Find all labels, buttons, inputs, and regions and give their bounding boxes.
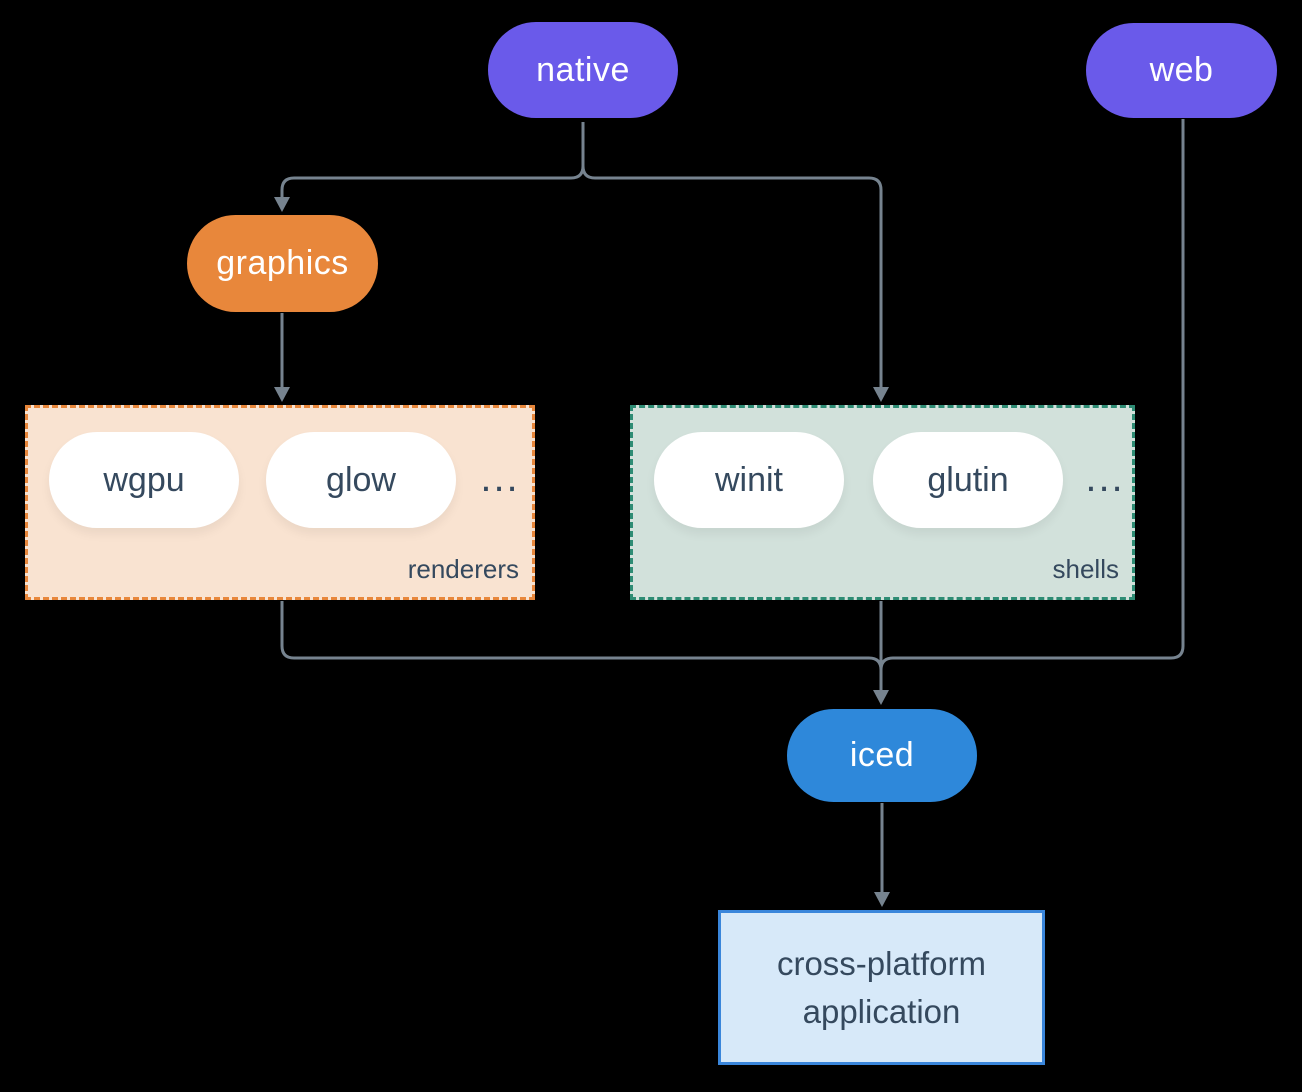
node-graphics-label: graphics (216, 244, 349, 282)
renderers-group-label: renderers (407, 554, 519, 584)
node-wgpu-label: wgpu (103, 460, 185, 499)
edge-native-shells (581, 122, 883, 387)
node-glow: glow (266, 432, 456, 528)
node-native-label: native (536, 50, 630, 89)
node-cross-platform-application: cross-platform application (718, 910, 1045, 1065)
group-shells: winit glutin ... shells (630, 405, 1135, 600)
group-renderers: wgpu glow ... renderers (25, 405, 535, 600)
node-glutin: glutin (873, 432, 1063, 528)
node-winit: winit (654, 432, 844, 528)
node-native: native (488, 22, 678, 118)
node-web: web (1086, 23, 1277, 118)
node-glutin-label: glutin (927, 460, 1009, 499)
arrowhead-iced (873, 690, 889, 705)
arrowhead-application (874, 892, 890, 907)
shells-ellipsis: ... (1085, 456, 1125, 500)
node-web-label: web (1149, 51, 1214, 89)
shells-group-label: shells (1052, 554, 1119, 584)
arrowhead-graphics (274, 197, 290, 212)
node-cross-platform-application-label: cross-platform application (776, 944, 987, 1030)
edge-native-graphics (280, 122, 585, 197)
renderers-ellipsis: ... (480, 456, 520, 500)
arrowhead-renderers (274, 387, 290, 402)
node-glow-label: glow (326, 460, 396, 499)
node-winit-label: winit (714, 460, 784, 499)
arrowhead-shells (873, 387, 889, 402)
node-iced: iced (787, 709, 977, 802)
node-wgpu: wgpu (49, 432, 239, 528)
node-iced-label: iced (849, 736, 915, 774)
node-graphics: graphics (187, 215, 378, 312)
edge-renderers-iced (280, 601, 883, 671)
